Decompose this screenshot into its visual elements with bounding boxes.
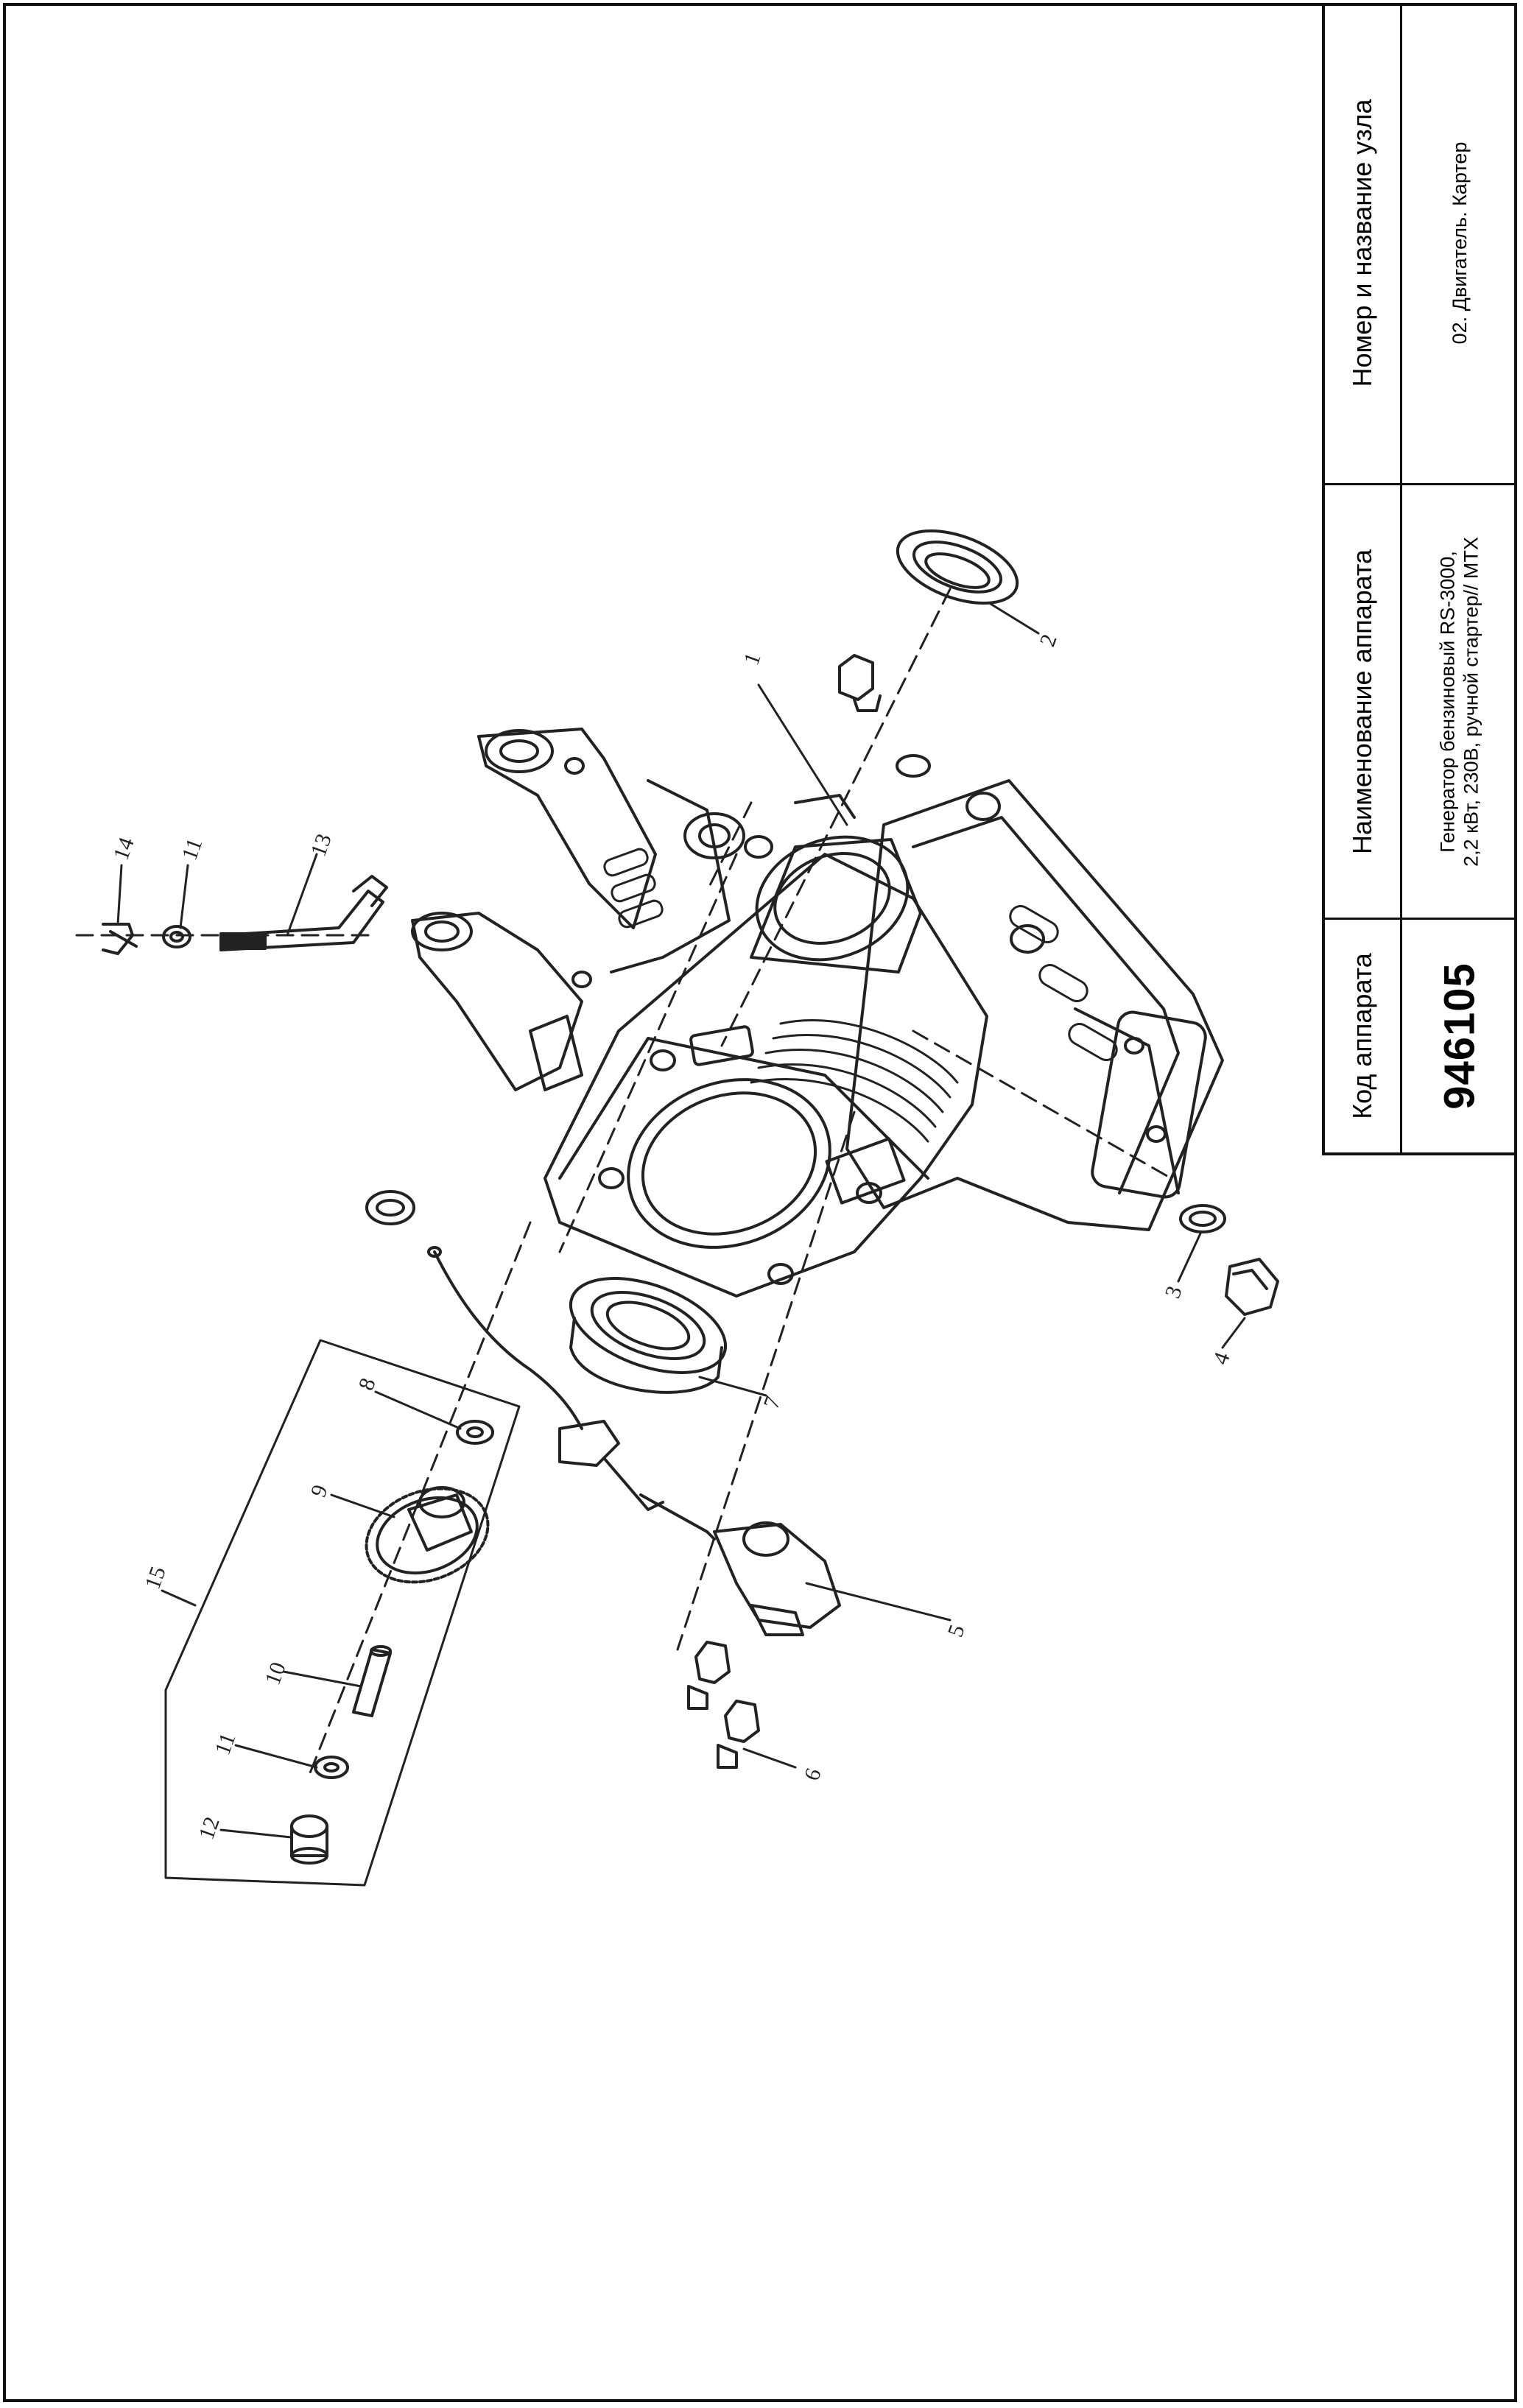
part-11-washer-lower [314,1756,349,1779]
exploded-view-drawing: 1 2 3 4 5 6 7 8 9 10 11 12 13 14 11 15 [72,529,1279,1887]
part-9-governor-gear [365,1486,490,1584]
drawing-frame [3,3,1517,2402]
code-header: Код аппарата [1347,953,1377,1119]
callout-9: 9 [306,1482,333,1500]
code-value: 946105 [1435,962,1484,1110]
part-4-drain-plug [1225,1258,1279,1316]
code-header-cell: Код аппарата [1325,920,1400,1152]
title-block-header-column: Номер и название узла Наименование аппар… [1325,3,1402,1152]
device-header-cell: Наименование аппарата [1325,485,1400,920]
assembly-header-cell: Номер и название узла [1325,3,1400,485]
leader-lines [116,602,1246,1839]
callout-13: 13 [306,831,337,859]
callout-labels: 1 2 3 4 5 6 7 8 9 10 11 12 13 14 11 15 [109,631,1235,1842]
assembly-value-cell: 02. Двигатель. Картер [1402,3,1517,485]
device-header: Наименование аппарата [1347,549,1377,854]
device-value: Генератор бензиновый RS-3000, 2,2 кВт, 2… [1436,537,1484,867]
part-6-bolts [687,1641,760,1769]
callout-4: 4 [1209,1349,1235,1367]
device-value-cell: Генератор бензиновый RS-3000, 2,2 кВт, 2… [1402,485,1517,920]
axis-lines [72,588,1172,1776]
callout-12: 12 [194,1814,225,1842]
callout-10: 10 [261,1659,291,1688]
callout-7: 7 [759,1393,786,1412]
part-7-ball-bearing [569,1277,728,1394]
callout-6: 6 [800,1765,826,1784]
part-12-pin [290,1814,328,1865]
cylinder-block [544,853,988,1298]
part-3-washer [1179,1204,1226,1233]
title-block: Номер и название узла Наименование аппар… [1322,3,1517,1155]
callout-3: 3 [1161,1283,1187,1301]
plug-top [838,654,931,778]
crankcase-body [845,779,1224,1231]
part-5-governor-shaft [427,1246,841,1636]
device-value-line2: 2,2 кВт, 230В, ручной стартер// MTX [1460,536,1482,867]
part-8-washer [456,1420,494,1445]
callout-1: 1 [739,649,766,668]
assembly-header: Номер и название узла [1347,99,1377,387]
title-block-value-column: 02. Двигатель. Картер Генератор бензинов… [1402,3,1517,1152]
code-value-cell: 946105 [1402,920,1517,1152]
device-value-line1: Генератор бензиновый RS-3000, [1436,550,1459,853]
cap-part [365,1190,415,1225]
callout-14: 14 [109,834,139,863]
part-13-governor-lever [219,875,388,951]
part-10-gear-shaft [352,1645,392,1717]
part-14-clip [102,923,138,955]
callout-11-lower: 11 [211,1730,241,1758]
callout-2: 2 [1035,631,1062,649]
assembly-value: 02. Двигатель. Картер [1448,141,1471,345]
part-15-group-frame [164,1339,521,1887]
callout-11-upper: 11 [177,835,208,863]
callout-15: 15 [141,1563,171,1592]
callout-8: 8 [354,1375,381,1393]
callout-5: 5 [943,1622,970,1640]
part-2-oil-seal [896,529,1019,605]
governor-bracket [411,728,731,1091]
bearing-boss [683,794,922,974]
part-11-washer-upper [162,925,191,948]
